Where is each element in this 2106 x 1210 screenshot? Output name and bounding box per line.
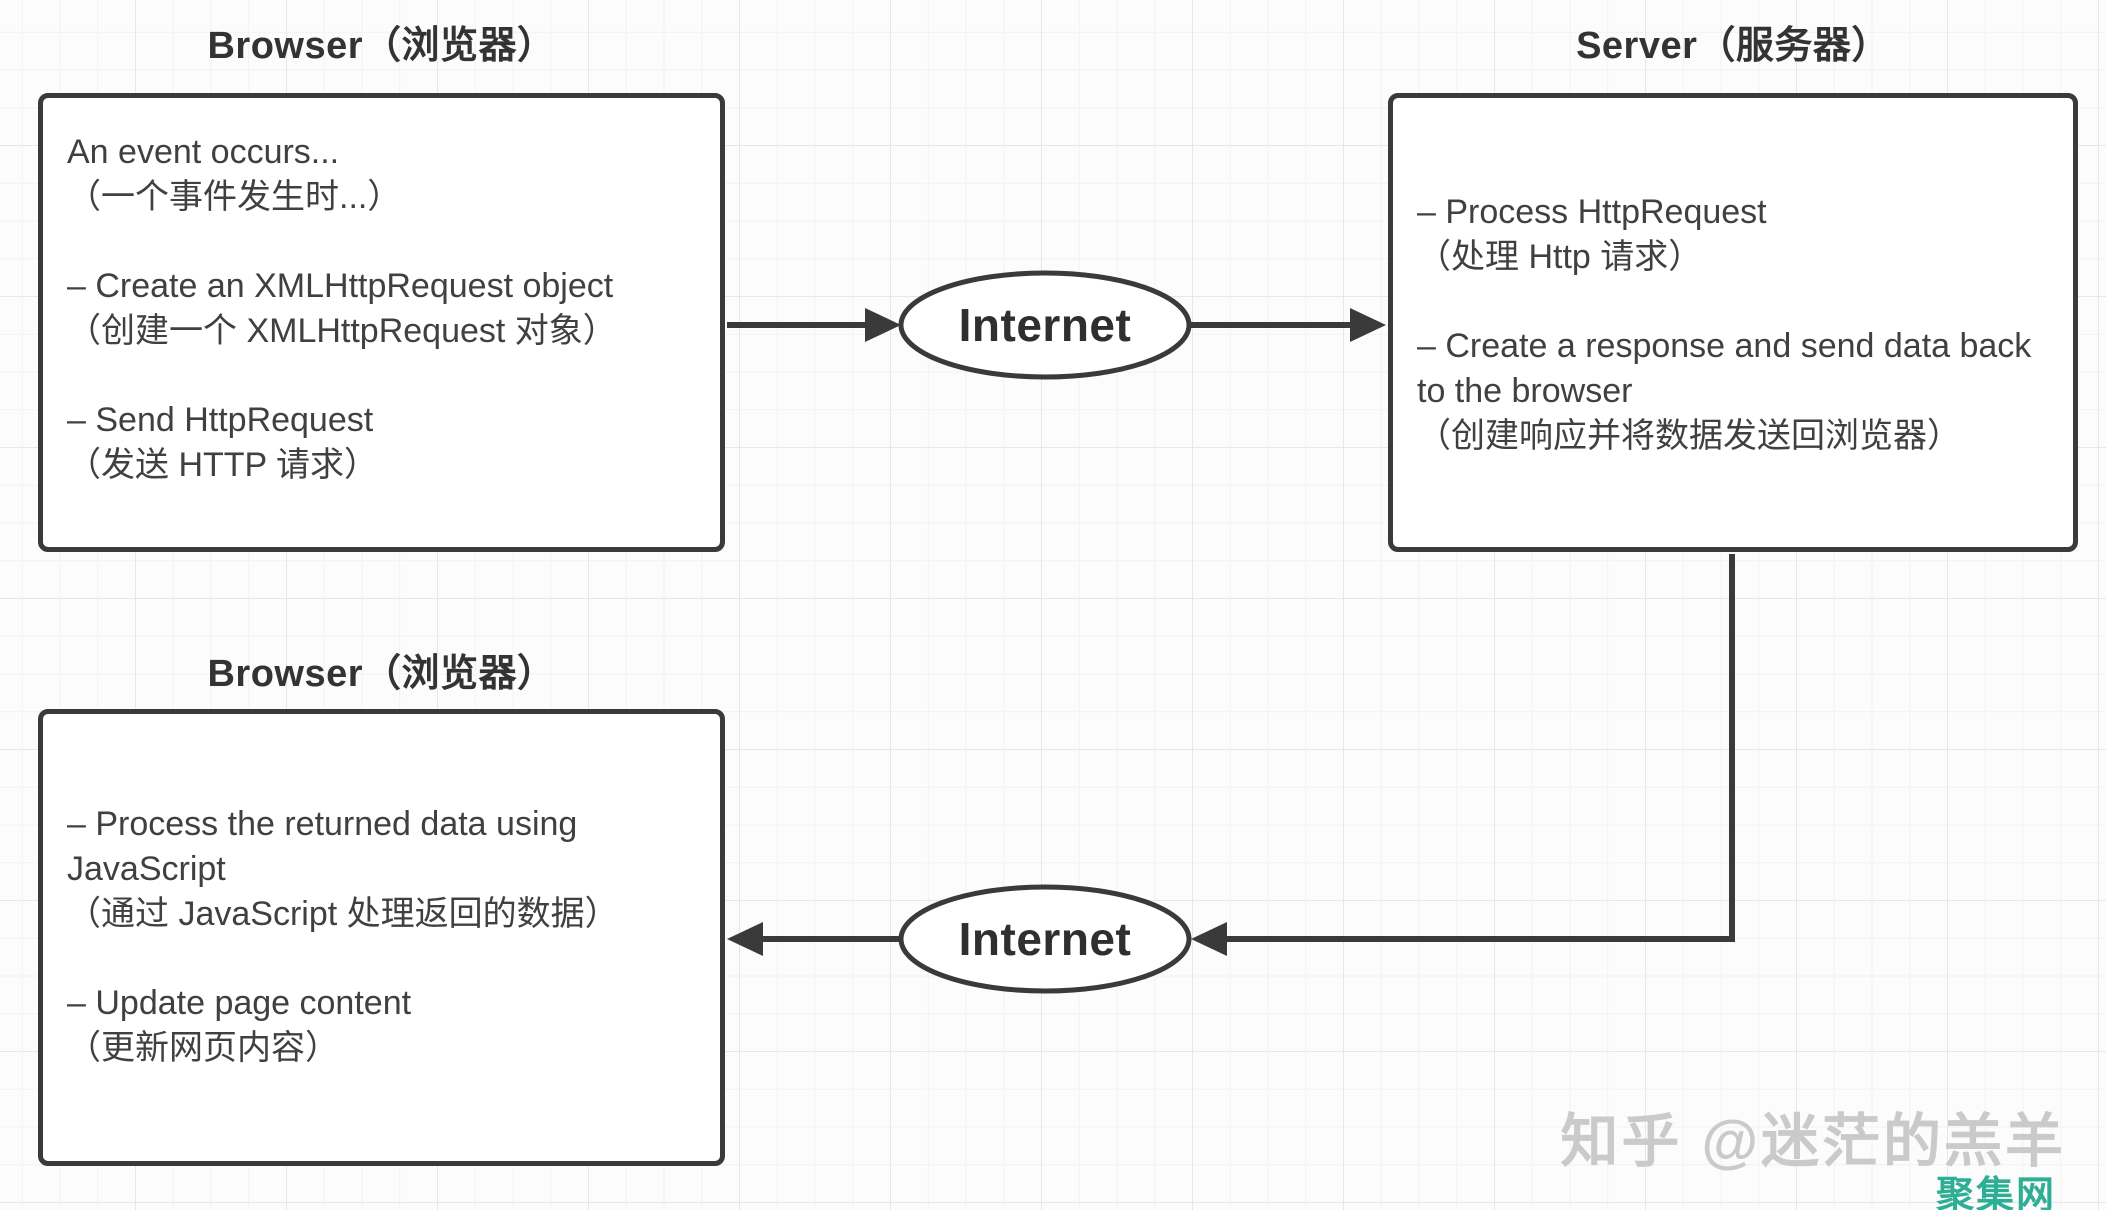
box-line: （创建响应并将数据发送回浏览器） [1417, 417, 1961, 455]
box-line: An event occurs... [67, 133, 340, 171]
arrowhead-left-icon [1191, 922, 1227, 956]
box-line: （处理 Http 请求） [1417, 238, 1703, 276]
box-line: – Update page content [67, 984, 412, 1022]
box-line: （更新网页内容） [67, 1029, 339, 1067]
browser-response-box: – Process the returned data using JavaSc… [38, 709, 725, 1166]
box-line: – Create a response and send data back t… [1417, 327, 2032, 410]
arrowhead-right-icon [865, 308, 901, 342]
box-line: （一个事件发生时...） [67, 178, 402, 216]
server-box: – Process HttpRequest （处理 Http 请求） – Cre… [1388, 93, 2078, 552]
server-title: Server（服务器） [1576, 25, 1890, 67]
box-line: – Send HttpRequest [67, 401, 374, 439]
arrow-server-to-internet [1225, 554, 1735, 942]
box-line: – Create an XMLHttpRequest object [67, 267, 614, 305]
arrowhead-right-icon [1350, 308, 1386, 342]
box-line: – Process HttpRequest [1417, 193, 1767, 231]
box-line: – Process the returned data using JavaSc… [67, 805, 578, 888]
box-line: （通过 JavaScript 处理返回的数据） [67, 895, 619, 933]
watermark-juji: 聚集网 [1935, 1175, 2056, 1210]
arrowhead-left-icon [727, 922, 763, 956]
internet-label-top: Internet [958, 299, 1132, 351]
internet-label-bottom: Internet [958, 913, 1132, 965]
box-line: （创建一个 XMLHttpRequest 对象） [67, 312, 617, 350]
browser-request-box: An event occurs... （一个事件发生时...） – Create… [38, 93, 725, 552]
browser-request-title: Browser（浏览器） [207, 25, 556, 67]
box-line: （发送 HTTP 请求） [67, 446, 379, 484]
watermark-zhihu: 知乎 @迷茫的羔羊 [1560, 1109, 2066, 1174]
browser-response-title: Browser（浏览器） [207, 653, 556, 695]
